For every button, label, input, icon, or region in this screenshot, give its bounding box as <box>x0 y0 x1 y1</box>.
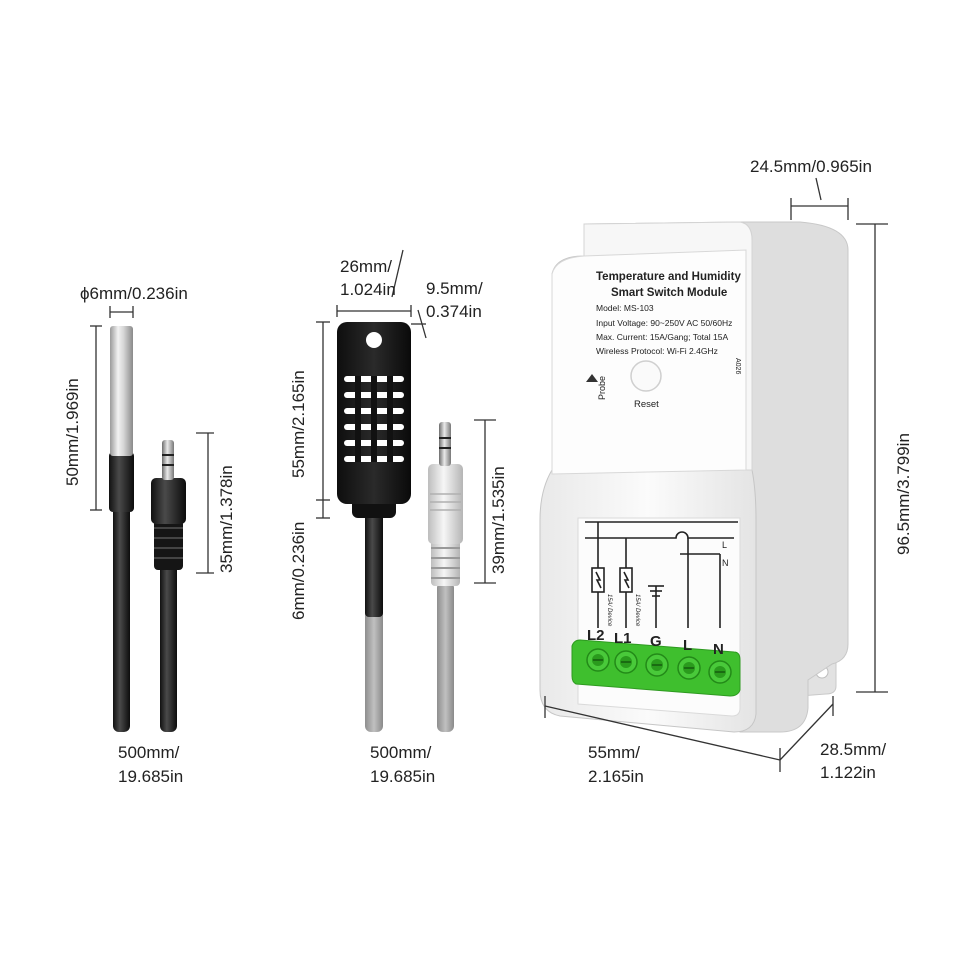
device-label-1: 15A/ Device <box>606 594 612 627</box>
sensor-height-label: 55mm/2.165in <box>289 370 308 478</box>
jack-body <box>151 478 186 524</box>
temperature-probe <box>109 326 134 732</box>
probe-cable <box>113 500 130 732</box>
terminal-screws <box>586 648 732 684</box>
probe-cable-length-1: 500mm/ <box>118 743 180 762</box>
device-label-2: 15A/ Device <box>634 594 640 627</box>
white-jack-strain-relief <box>431 540 460 586</box>
probe-port-arrow <box>586 374 598 382</box>
module-depth-label-1: 28.5mm/ <box>820 740 887 759</box>
terminal-label-l: L <box>683 637 692 654</box>
module-label-text: Temperature and Humidity Smart Switch Mo… <box>587 271 741 658</box>
jack-cable <box>160 560 177 732</box>
sensor-cable-sleeve <box>365 512 383 617</box>
module-title-line2: Smart Switch Module <box>611 287 727 299</box>
sensor-cable-length-1: 500mm/ <box>370 743 432 762</box>
sensor-cable-length-2: 19.685in <box>370 767 436 786</box>
audio-jack-plug-white <box>428 422 463 732</box>
side-code: A026 <box>734 358 741 374</box>
module-title-line1: Temperature and Humidity <box>596 271 741 283</box>
module-side <box>739 221 849 733</box>
module-max-current: Max. Current: 15A/Gang; Total 15A <box>596 332 728 342</box>
module-top-depth-label: 24.5mm/0.965in <box>750 157 872 176</box>
reset-label: Reset <box>634 399 659 410</box>
white-jack-pin <box>439 422 451 466</box>
probe-sleeve <box>109 452 134 512</box>
wiring-diagram <box>585 521 738 628</box>
sensor-width-label-1: 26mm/ <box>340 257 392 276</box>
probe-length-label: 50mm/1.969in <box>63 378 82 486</box>
module-width-label-1: 55mm/ <box>588 743 640 762</box>
white-jack-body <box>428 464 463 544</box>
module-depth-label-2: 1.122in <box>820 763 876 782</box>
terminal-label-n: N <box>713 641 724 658</box>
bus-n-label: N <box>722 558 729 568</box>
sensor-neck-label: 6mm/0.236in <box>289 521 308 620</box>
sensor-depth-label-1: 9.5mm/ <box>426 279 483 298</box>
probe-steel-tube <box>110 326 133 456</box>
probe-dimension-lines <box>90 306 214 574</box>
sensor-dimension-lines <box>316 249 496 584</box>
module-dimension-lines <box>544 177 888 772</box>
audio-jack-plug-black <box>151 440 186 732</box>
sensor-jack-length-label: 39mm/1.535in <box>489 466 508 574</box>
module-model: Model: MS-103 <box>596 303 654 313</box>
humidity-sensor <box>337 322 411 732</box>
module-input-voltage: Input Voltage: 90~250V AC 50/60Hz <box>596 318 732 328</box>
terminal-label-l1: L1 <box>614 630 632 647</box>
white-jack-cable <box>437 582 454 732</box>
probe-diameter-label: ϕ6mm/0.236in <box>80 284 188 303</box>
module-width-label-2: 2.165in <box>588 767 644 786</box>
jack-pin <box>162 440 174 480</box>
bus-l-label: L <box>722 540 727 550</box>
sensor-width-label-2: 1.024in <box>340 280 396 299</box>
probe-cable-length-2: 19.685in <box>118 767 184 786</box>
sensor-depth-label-2: 0.374in <box>426 302 482 321</box>
module-height-label: 96.5mm/3.799in <box>894 433 913 555</box>
terminal-label-l2: L2 <box>587 627 605 644</box>
switch-module <box>539 221 849 733</box>
probe-port-label: Probe <box>597 376 607 400</box>
reset-button[interactable] <box>630 360 662 392</box>
module-wireless: Wireless Protocol: Wi-Fi 2.4GHz <box>596 346 718 356</box>
sensor-mount-hole <box>366 332 382 348</box>
probe-jack-length-label: 35mm/1.378in <box>217 465 236 573</box>
terminal-label-g: G <box>650 633 662 650</box>
